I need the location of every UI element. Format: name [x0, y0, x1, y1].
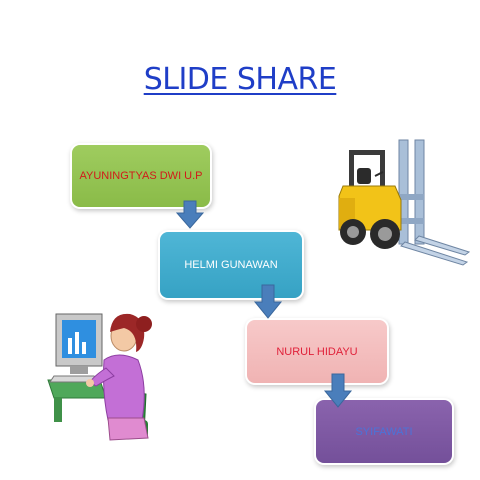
down-arrow-icon [323, 373, 353, 408]
flow-box-4: SYIFAWATI [316, 400, 452, 463]
flow-box-4-label: SYIFAWATI [355, 425, 413, 438]
flow-box-1-label: AYUNINGTYAS DWI U.P [79, 170, 203, 182]
flow-box-3: NURUL HIDAYU [247, 320, 387, 383]
flow-box-1: AYUNINGTYAS DWI U.P [72, 145, 210, 207]
flow-box-2: HELMI GUNAWAN [160, 232, 302, 298]
flow-box-2-label: HELMI GUNAWAN [184, 259, 278, 271]
flow-box-3-label: NURUL HIDAYU [276, 345, 358, 358]
forklift-icon [338, 139, 470, 266]
page-title: SLIDE SHARE [143, 62, 337, 97]
computer-user-icon [47, 313, 152, 441]
down-arrow-icon [175, 200, 205, 229]
down-arrow-icon [253, 284, 283, 319]
